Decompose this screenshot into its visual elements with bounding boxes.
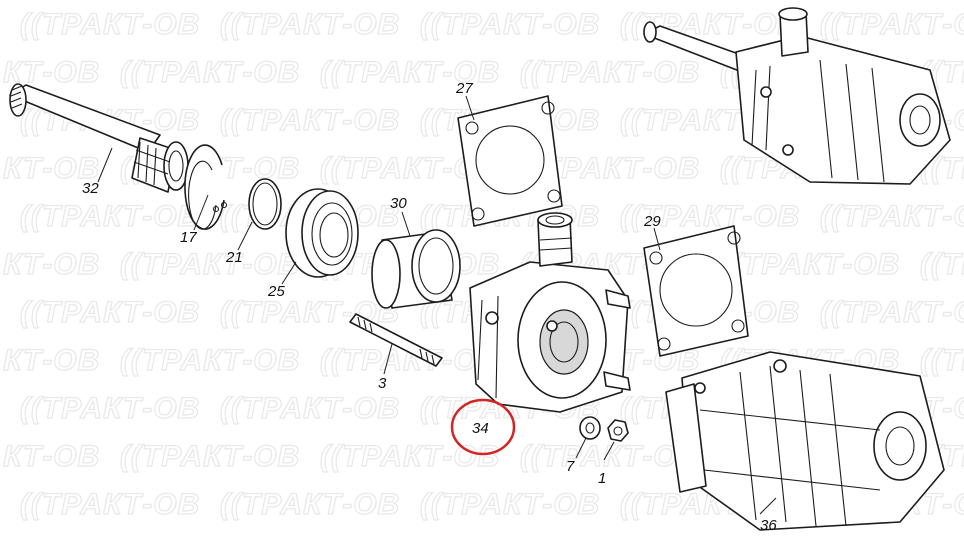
part-30-sleeve	[371, 229, 461, 309]
watermark-text: ((ТРАКТ-ОВ	[920, 248, 964, 281]
part-25-bearing	[285, 188, 359, 278]
part-34-housing	[469, 212, 631, 413]
watermark-text: ((ТРАКТ-ОВ	[20, 488, 200, 521]
callout-1: 1	[598, 470, 606, 487]
part-17-snap-ring	[184, 144, 228, 230]
watermark-text: ((ТРАКТ-ОВ	[120, 344, 300, 377]
watermark-text: ((ТРАКТ-ОВ	[220, 488, 400, 521]
watermark-text: ((ТРАКТ-ОВ	[820, 200, 964, 233]
watermark-text: ((ТРАКТ-ОВ	[120, 248, 300, 281]
watermark-text: ((ТРАКТ-ОВ	[20, 296, 200, 329]
watermark-text: ((ТРАКТ-ОВ	[520, 440, 700, 473]
watermark-text: ((ТРАКТ-ОВ	[920, 344, 964, 377]
watermark-text: ((ТРАКТ-ОВ	[20, 392, 200, 425]
callout-25: 25	[267, 283, 285, 300]
callout-21: 21	[225, 249, 243, 266]
watermark-text: ((ТРАКТ-ОВ	[20, 8, 200, 41]
part-21-ring	[248, 178, 282, 230]
watermark-text: ((ТРАКТ-ОВ	[0, 248, 100, 281]
part-3-stud	[349, 313, 443, 367]
callout-29: 29	[643, 213, 661, 230]
highlight-circle	[450, 398, 516, 456]
part-29-gasket	[643, 225, 749, 357]
assembled-pump-view	[643, 7, 951, 185]
watermark-text: ((ТРАКТ-ОВ	[220, 8, 400, 41]
watermark-text: ((ТРАКТ-ОВ	[120, 56, 300, 89]
part-27-gasket	[457, 95, 563, 227]
callout-34: 34	[472, 420, 489, 437]
watermark-text: ((ТРАКТ-ОВ	[220, 392, 400, 425]
watermark-text: ((ТРАКТ-ОВ	[20, 200, 200, 233]
watermark-text: ((ТРАКТ-ОВ	[320, 440, 500, 473]
watermark-text: ((ТРАКТ-ОВ	[420, 8, 600, 41]
watermark-text: ((ТРАКТ-ОВ	[220, 104, 400, 137]
callout-27: 27	[455, 80, 473, 97]
watermark-text: ((ТРАКТ-ОВ	[0, 152, 100, 185]
callout-17: 17	[180, 229, 197, 246]
part-32-shaft	[9, 83, 189, 193]
part-36-pump	[665, 351, 945, 531]
watermark-text: ((ТРАКТ-ОВ	[520, 56, 700, 89]
watermark-text: ((ТРАКТ-ОВ	[820, 8, 964, 41]
callout-7: 7	[566, 458, 575, 475]
watermark-text: ((ТРАКТ-ОВ	[720, 248, 900, 281]
watermark-text: ((ТРАКТ-ОВ	[820, 296, 964, 329]
watermark-text: ((ТРАКТ-ОВ	[120, 440, 300, 473]
callout-30: 30	[390, 195, 407, 212]
leader-lines	[97, 95, 777, 515]
watermark-text: ((ТРАКТ-ОВ	[320, 56, 500, 89]
watermark-text: ((ТРАКТ-ОВ	[420, 488, 600, 521]
callout-labels: 32 17 21 25 30 27 3 34 29 7 1 36	[82, 80, 777, 534]
part-7-washer	[579, 416, 601, 440]
callout-3: 3	[378, 375, 387, 392]
watermark-text: ((ТРАКТ-ОВ	[0, 344, 100, 377]
callout-36: 36	[760, 517, 777, 534]
watermark-text: ((ТРАКТ-ОВ	[0, 440, 100, 473]
callout-32: 32	[82, 180, 99, 197]
part-1-nut	[607, 419, 629, 442]
watermark-text: ((ТРАКТ-ОВ	[0, 56, 100, 89]
watermark-text: ((ТРАКТ-ОВ	[620, 200, 800, 233]
